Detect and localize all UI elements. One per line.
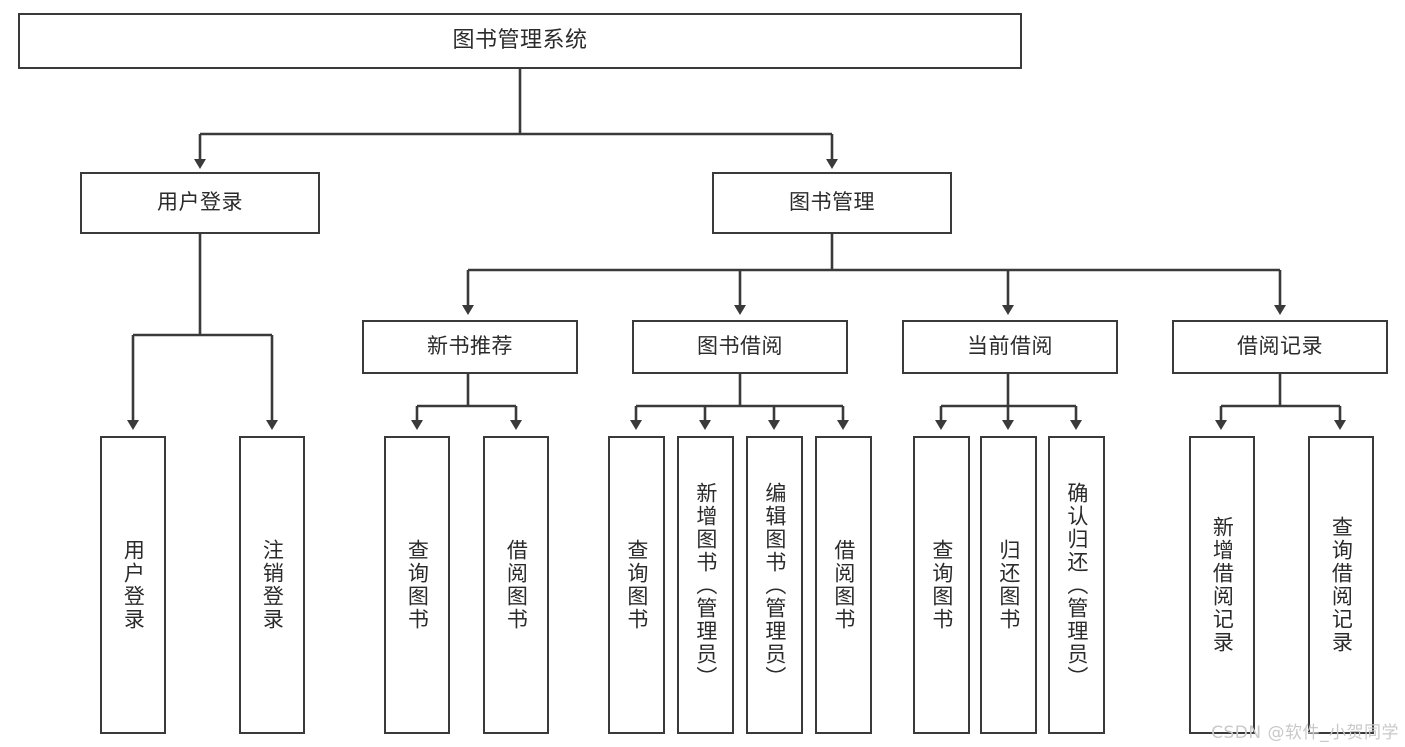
node-book-borrowing[interactable]: 图书借阅: [632, 320, 848, 374]
node-leaf-add-book-admin[interactable]: 新增图书（管理员）: [677, 436, 734, 734]
node-leaf-query-books-borrowing[interactable]: 查询图书: [608, 436, 665, 734]
node-new-book-recommendation[interactable]: 新书推荐: [362, 320, 578, 374]
node-label: 归还图书: [996, 539, 1021, 631]
node-leaf-borrow-books[interactable]: 借阅图书: [815, 436, 872, 734]
node-leaf-user-login[interactable]: 用户登录: [100, 436, 166, 734]
node-leaf-query-books-current[interactable]: 查询图书: [913, 436, 970, 734]
node-label: 确认归还（管理员）: [1064, 481, 1089, 689]
node-current-borrowing[interactable]: 当前借阅: [902, 320, 1118, 374]
node-label: 用户登录: [121, 539, 146, 631]
node-label: 查询图书: [929, 539, 954, 631]
node-label: 借阅图书: [831, 539, 856, 631]
node-book-management[interactable]: 图书管理: [712, 172, 952, 234]
node-label: 用户登录: [157, 190, 243, 215]
node-label: 图书管理系统: [452, 27, 588, 53]
node-label: 新增借阅记录: [1210, 516, 1235, 654]
node-leaf-edit-book-admin[interactable]: 编辑图书（管理员）: [746, 436, 803, 734]
node-leaf-query-borrow-record[interactable]: 查询借阅记录: [1308, 436, 1374, 734]
node-label: 当前借阅: [967, 334, 1053, 359]
node-label: 查询图书: [405, 539, 430, 631]
node-label: 编辑图书（管理员）: [762, 481, 787, 689]
node-leaf-borrow-books-recommend[interactable]: 借阅图书: [483, 436, 549, 734]
node-borrowing-records[interactable]: 借阅记录: [1172, 320, 1388, 374]
node-label: 图书借阅: [697, 334, 783, 359]
node-user-login[interactable]: 用户登录: [80, 172, 320, 234]
node-label: 借阅记录: [1237, 334, 1323, 359]
node-root-library-management-system[interactable]: 图书管理系统: [18, 13, 1022, 69]
node-leaf-add-borrow-record[interactable]: 新增借阅记录: [1189, 436, 1255, 734]
node-leaf-logout[interactable]: 注销登录: [239, 436, 305, 734]
node-label: 注销登录: [260, 539, 285, 631]
node-label: 图书管理: [789, 190, 875, 215]
node-leaf-query-books-recommend[interactable]: 查询图书: [384, 436, 450, 734]
node-leaf-confirm-return-admin[interactable]: 确认归还（管理员）: [1048, 436, 1105, 734]
node-label: 借阅图书: [504, 539, 529, 631]
node-leaf-return-books[interactable]: 归还图书: [980, 436, 1037, 734]
node-label: 新增图书（管理员）: [693, 481, 718, 689]
node-label: 查询借阅记录: [1329, 516, 1354, 654]
node-label: 查询图书: [624, 539, 649, 631]
watermark-text: CSDN @软件_小贺同学: [1211, 723, 1399, 743]
node-label: 新书推荐: [427, 334, 513, 359]
